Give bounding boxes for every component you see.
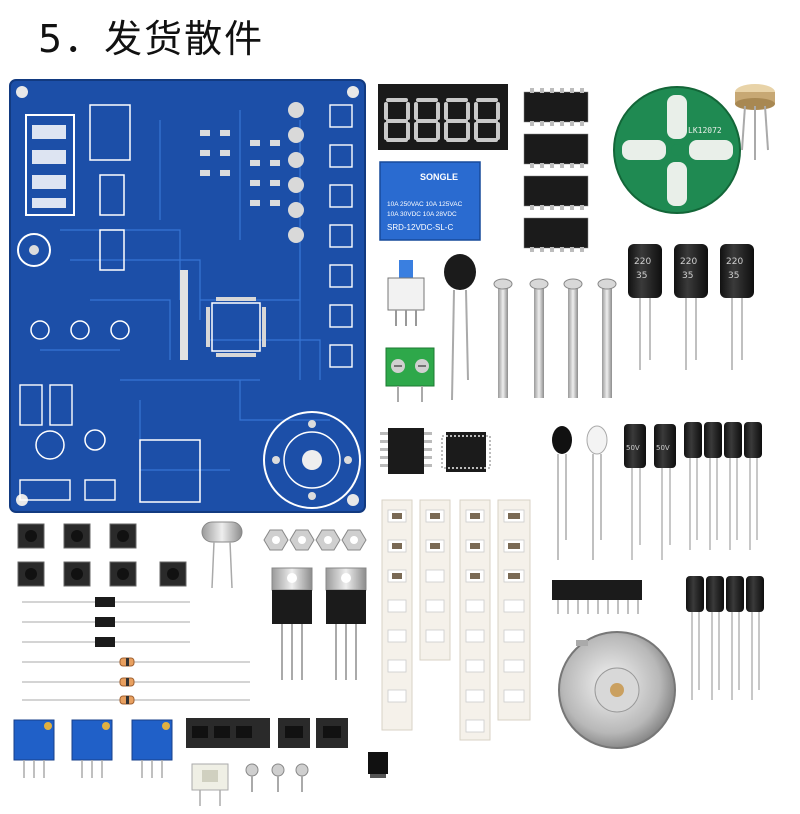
relay-model: SRD-12VDC-SL-C bbox=[387, 223, 453, 232]
cap-label-2: 220 bbox=[680, 257, 697, 267]
main-pcb bbox=[9, 79, 366, 513]
sot-transistors bbox=[186, 718, 348, 748]
relay: SONGLE 10A 250VAC 10A 125VAC 10A 30VDC 1… bbox=[379, 161, 481, 241]
relay-brand: SONGLE bbox=[420, 172, 458, 182]
voltage-regulators bbox=[271, 567, 367, 680]
axial-diodes bbox=[22, 597, 250, 705]
round-green-pcb: LK12072 bbox=[613, 86, 741, 214]
cap-label-1: 220 bbox=[634, 257, 651, 267]
optocoupler bbox=[191, 763, 229, 806]
small-screws bbox=[245, 763, 309, 792]
dip-and-tqfp-chips bbox=[380, 428, 491, 474]
page-title: 5．发货散件 bbox=[38, 17, 265, 61]
seven-segment-display bbox=[378, 84, 508, 150]
leds bbox=[552, 425, 608, 560]
metal-can-transistor bbox=[735, 84, 775, 160]
crystal-oscillator bbox=[201, 521, 243, 589]
round-pcb-label: LK12072 bbox=[688, 126, 722, 135]
sop-ic-chips bbox=[523, 88, 589, 252]
jumper-cap bbox=[368, 752, 388, 778]
latching-switch bbox=[387, 260, 425, 326]
dc-motor bbox=[558, 631, 676, 749]
small-cap-label-1: 50V bbox=[626, 444, 640, 452]
smd-component-strips bbox=[381, 499, 531, 741]
large-electrolytic-capacitors: 220 220 220 35 35 35 bbox=[628, 244, 754, 370]
tactile-buttons bbox=[17, 523, 187, 587]
cap-voltage-2: 35 bbox=[682, 271, 693, 281]
small-cap-label-2: 50V bbox=[656, 444, 670, 452]
terminal-block bbox=[385, 347, 435, 402]
trimmer-potentiometers bbox=[13, 719, 173, 778]
relay-ratings-2: 10A 30VDC 10A 28VDC bbox=[387, 211, 457, 218]
buzzer bbox=[444, 254, 476, 401]
relay-ratings-1: 10A 250VAC 10A 125VAC bbox=[387, 201, 463, 208]
cap-voltage-3: 35 bbox=[728, 271, 739, 281]
cap-label-3: 220 bbox=[726, 257, 743, 267]
resistor-network bbox=[552, 580, 642, 614]
long-screws bbox=[493, 278, 617, 398]
small-electrolytic-capacitors: 50V 50V bbox=[624, 422, 764, 700]
cap-voltage-1: 35 bbox=[636, 271, 647, 281]
